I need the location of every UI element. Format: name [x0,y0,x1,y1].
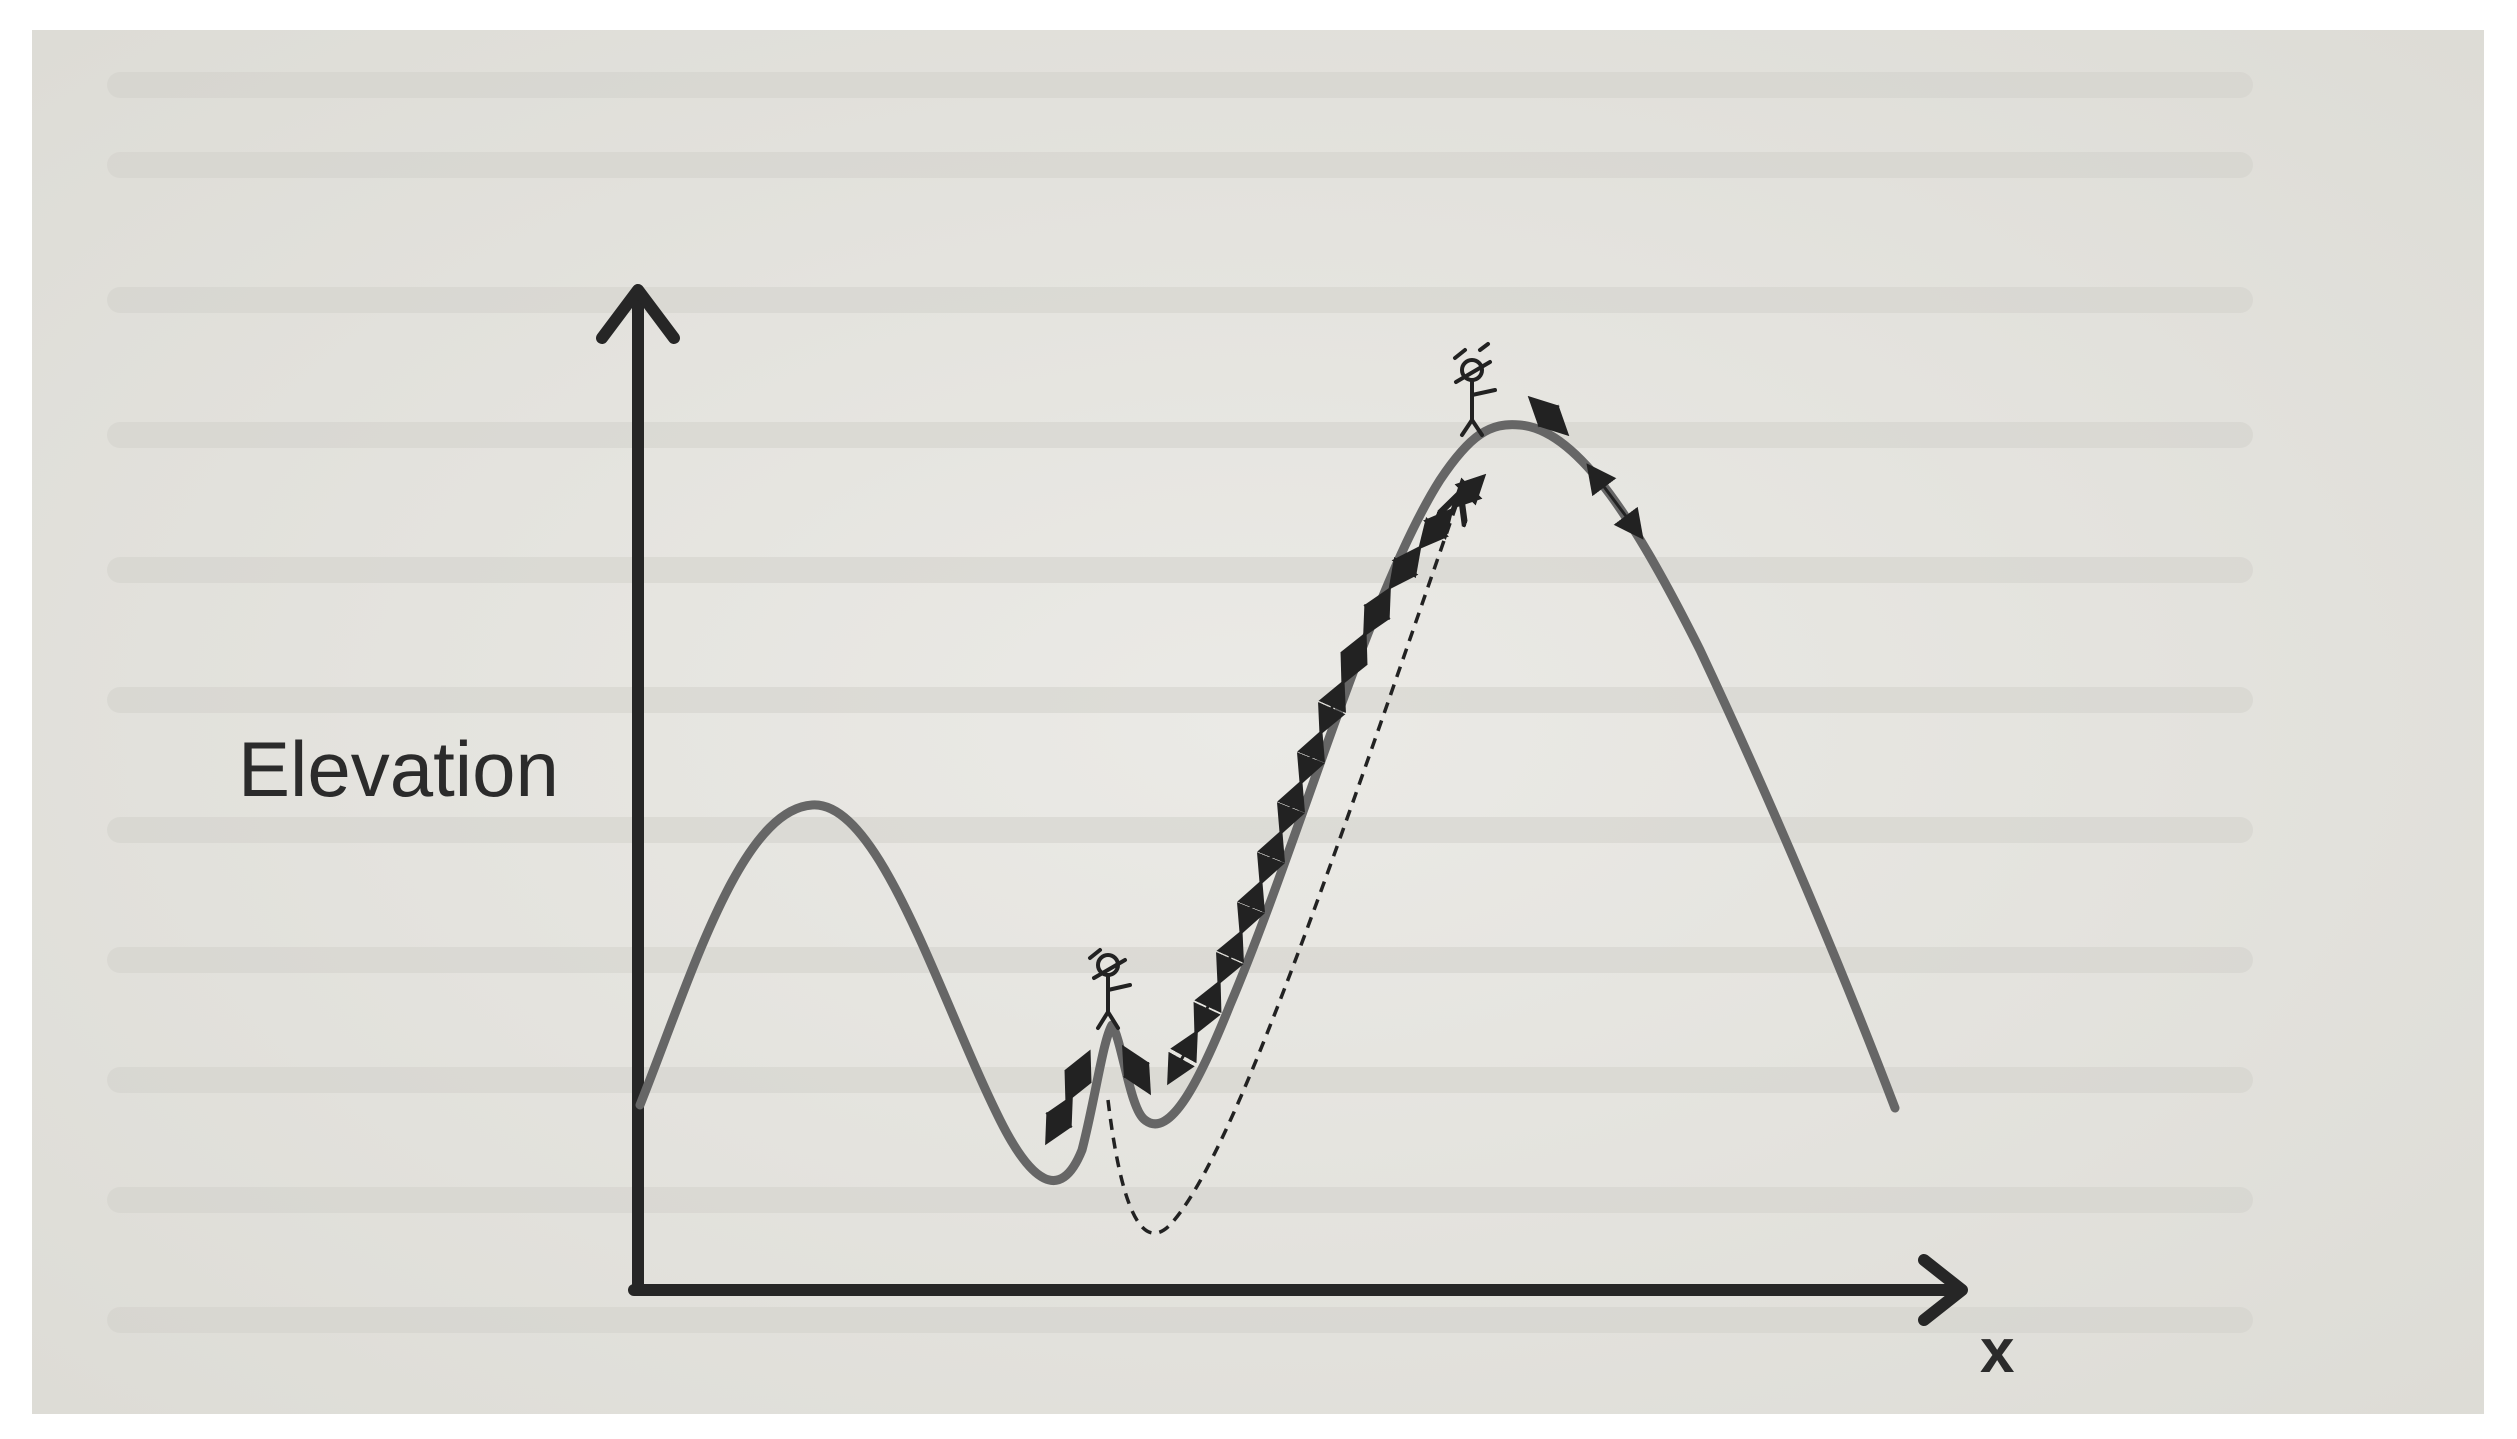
hiker-icon [1088,948,1132,1030]
elevation-curve [635,420,1900,1185]
x-axis-label: x [1980,1317,2015,1386]
paper-background [32,30,2484,1414]
bleed-through-lines [107,72,2253,1333]
hiker-icon [1453,342,1497,437]
y-axis [596,284,680,1296]
step-arrows [1045,395,1644,1146]
y-axis-label: Elevation [238,725,559,813]
x-axis [628,1254,1968,1326]
jump-path-dashed [1106,500,1458,1235]
